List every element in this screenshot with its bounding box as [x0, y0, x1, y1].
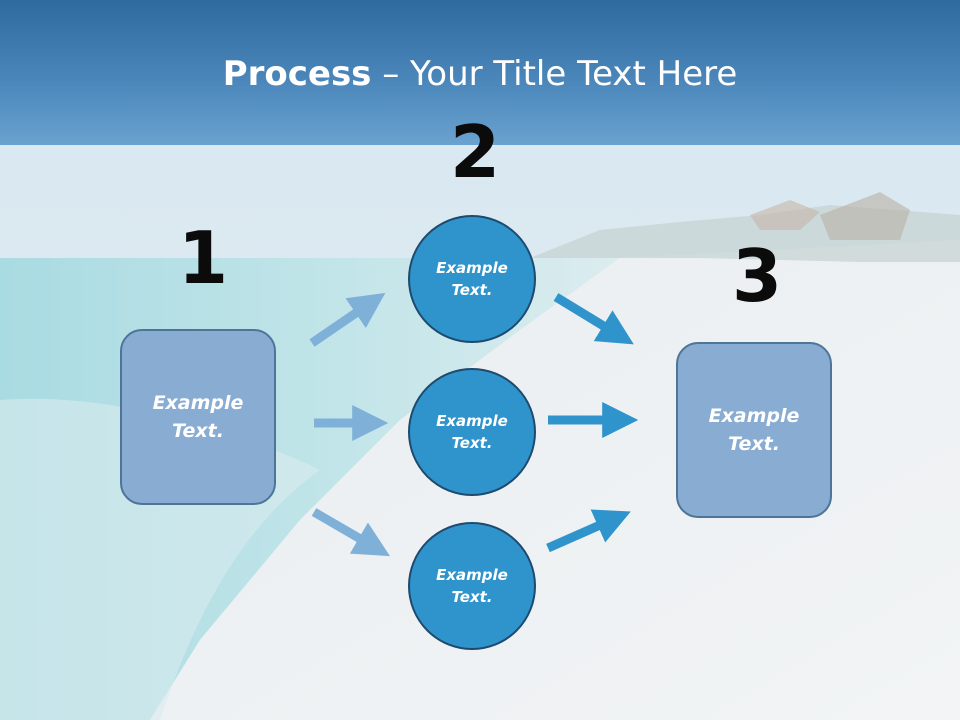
arrow-left-to-top — [309, 292, 386, 347]
step-number-2: 2 — [450, 110, 501, 194]
circle-top-text: Example Text. — [436, 258, 508, 300]
left-box-text: Example Text. — [152, 391, 244, 443]
arrow-left-to-bottom — [311, 508, 391, 557]
arrow-top-to-right — [553, 293, 634, 345]
title-band — [0, 0, 960, 145]
right-box-text: Example Text. — [708, 404, 800, 456]
circle-middle: Example Text. — [408, 368, 536, 496]
right-process-box: Example Text. — [676, 342, 832, 518]
arrow-bottom-to-right — [546, 509, 631, 553]
step-number-3: 3 — [732, 234, 783, 318]
circle-middle-text: Example Text. — [436, 411, 508, 453]
title-rest: – Your Title Text Here — [371, 54, 738, 94]
slide-title: Process – Your Title Text Here — [0, 54, 960, 94]
left-process-box: Example Text. — [120, 329, 276, 505]
title-bold: Process — [222, 54, 372, 94]
step-number-1: 1 — [178, 216, 229, 300]
circle-bottom-text: Example Text. — [436, 565, 508, 607]
circle-bottom: Example Text. — [408, 522, 536, 650]
circle-top: Example Text. — [408, 215, 536, 343]
